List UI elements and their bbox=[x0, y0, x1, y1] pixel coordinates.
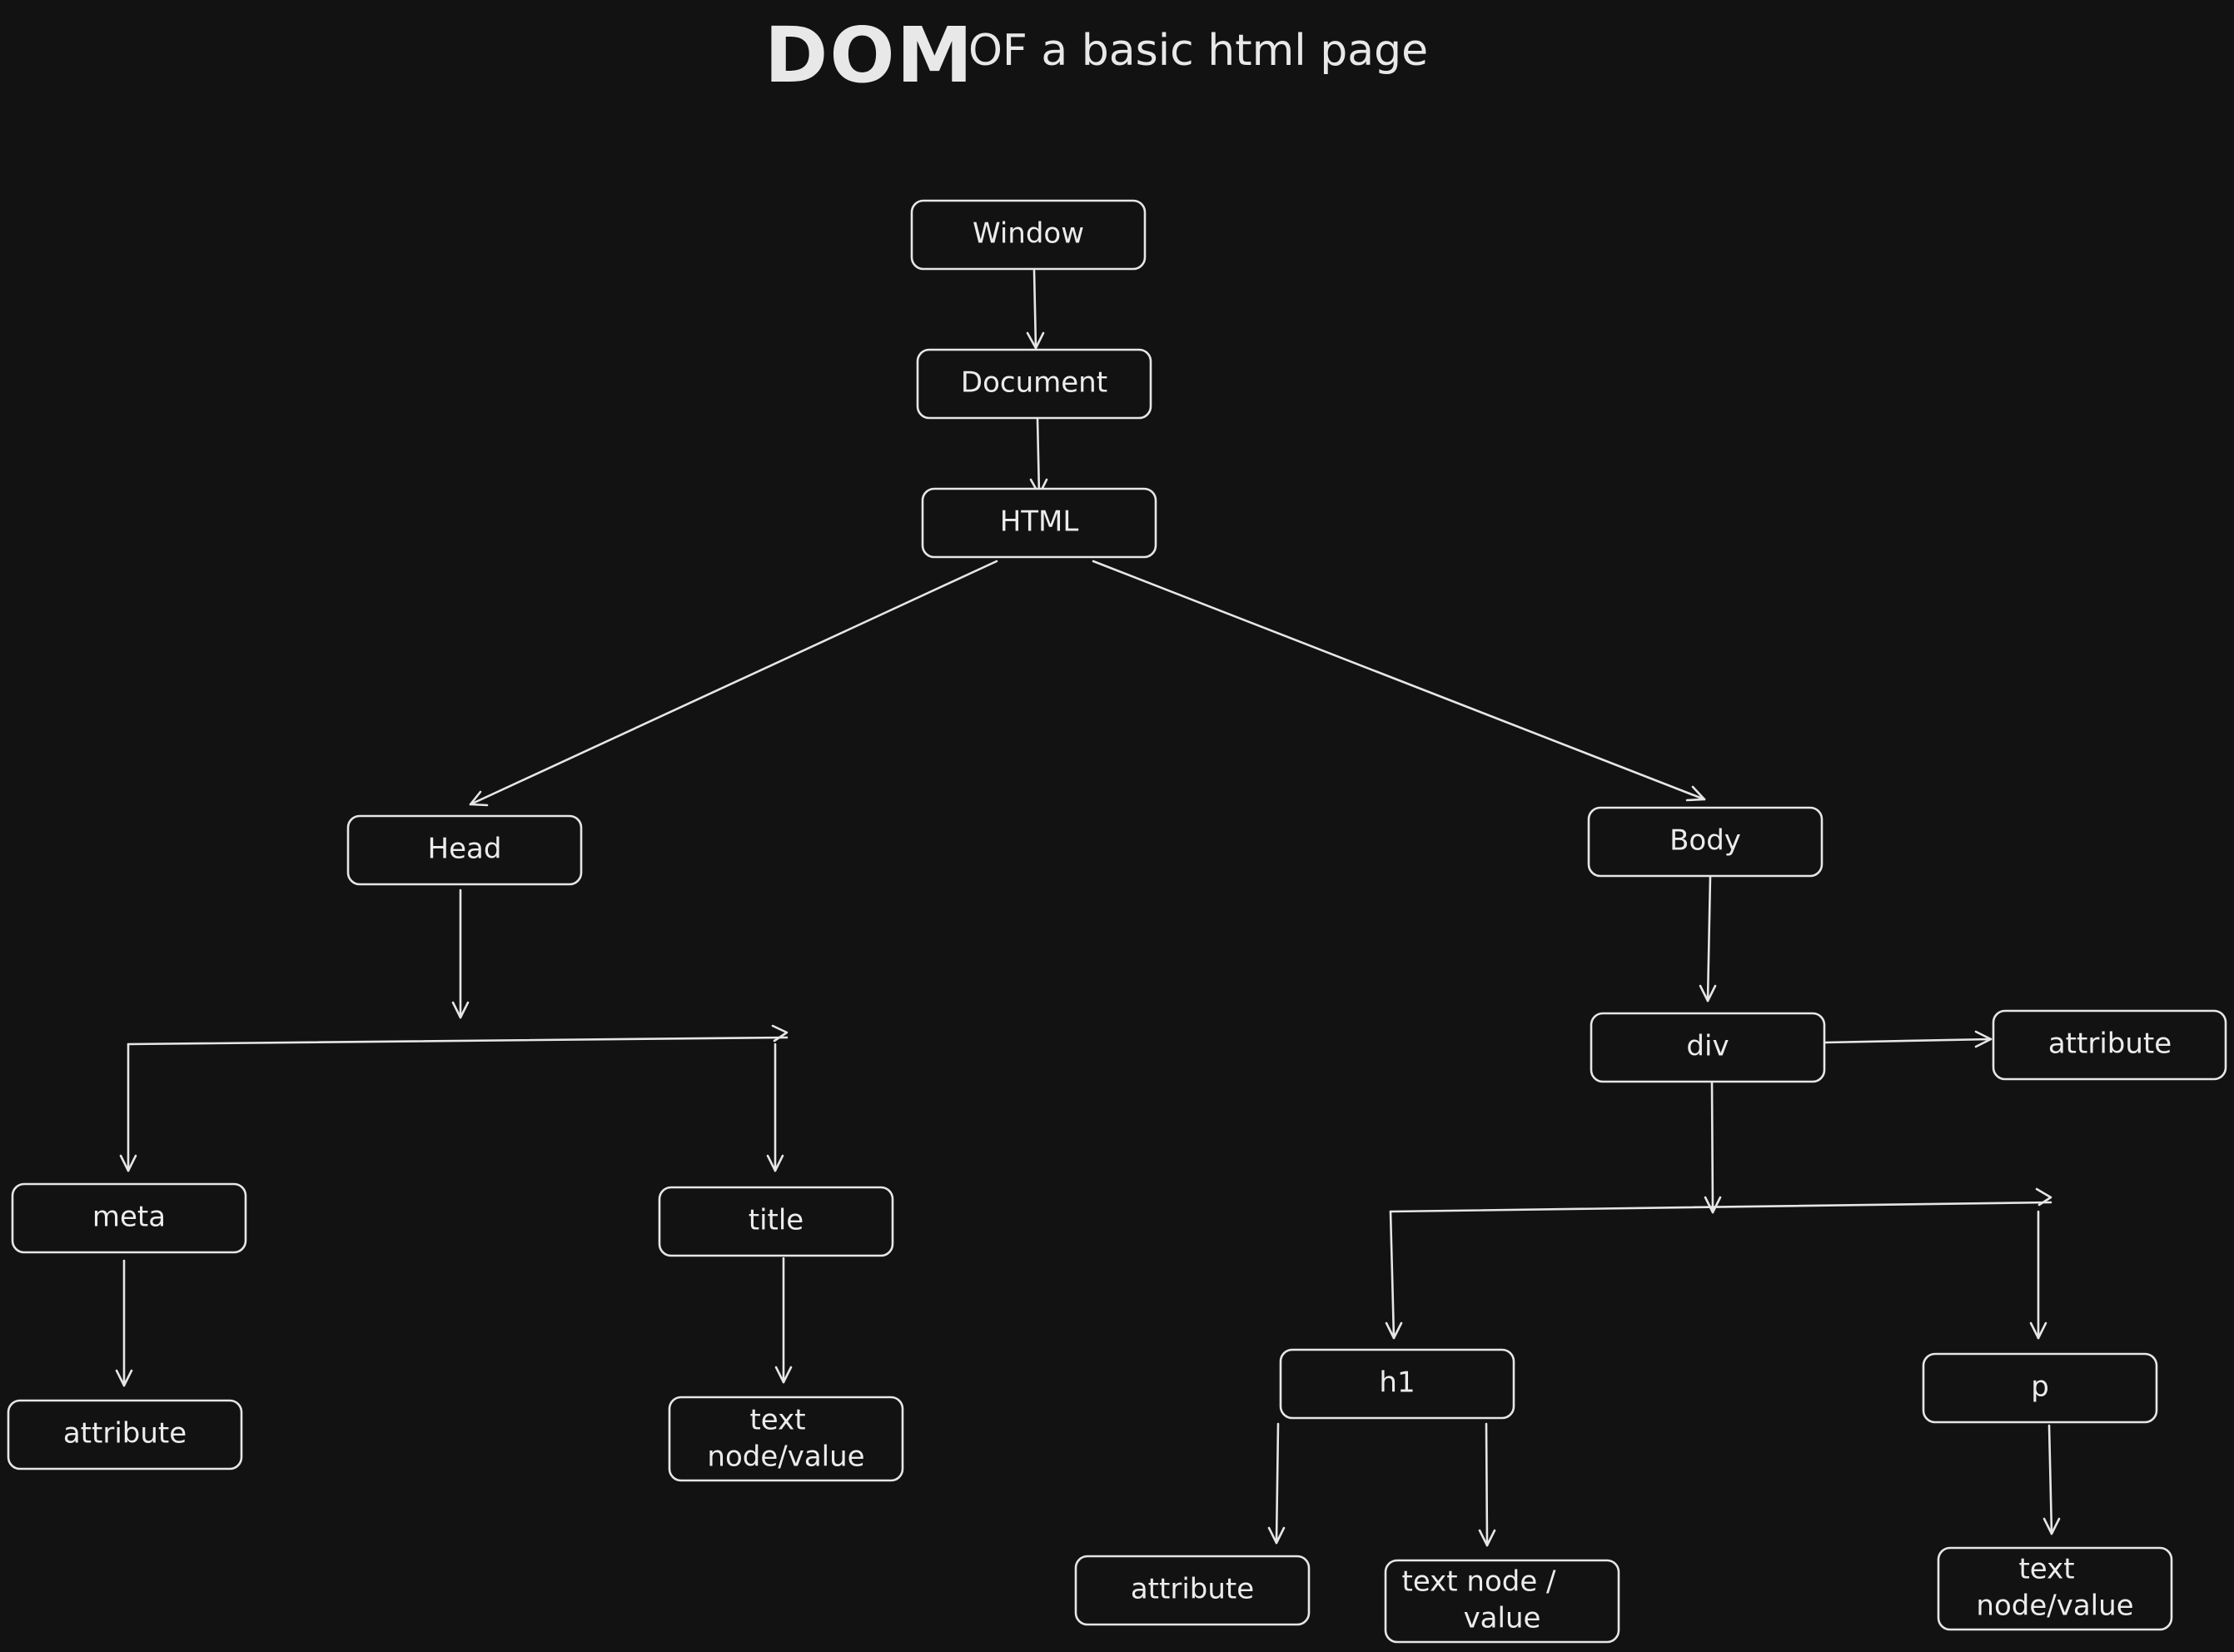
edge-div-down bbox=[1710, 1081, 1714, 1214]
node-label: Head bbox=[428, 833, 502, 866]
node-head: Head bbox=[346, 814, 583, 886]
arrowhead bbox=[1974, 1030, 1993, 1048]
node-box bbox=[1992, 1009, 2227, 1081]
node-html: HTML bbox=[921, 487, 1157, 559]
node-div-attribute: attribute bbox=[1992, 1009, 2227, 1081]
edge-html-body bbox=[1092, 560, 1706, 801]
diagram-subtitle: OF a basic html page bbox=[968, 26, 1428, 76]
arrowhead bbox=[115, 1369, 133, 1387]
edge-p-text bbox=[2047, 1424, 2053, 1535]
node-box bbox=[1384, 1559, 1620, 1644]
node-label-line-1: text bbox=[749, 1404, 805, 1437]
node-label-line-2: value bbox=[1464, 1602, 1541, 1635]
node-meta-attribute: attribute bbox=[7, 1399, 243, 1470]
node-box bbox=[346, 814, 583, 886]
arrowhead bbox=[119, 1154, 137, 1172]
node-meta: meta bbox=[11, 1182, 247, 1254]
node-label: div bbox=[1686, 1030, 1729, 1063]
node-box bbox=[1587, 806, 1824, 878]
edge-document-html bbox=[1036, 417, 1041, 496]
node-box bbox=[7, 1399, 243, 1470]
edges bbox=[115, 269, 2061, 1547]
arrowhead bbox=[2029, 1321, 2047, 1340]
edge-h1-text bbox=[1485, 1422, 1489, 1547]
node-h1-attribute: attribute bbox=[1074, 1555, 1311, 1626]
node-label: meta bbox=[92, 1201, 166, 1234]
arrowhead bbox=[1267, 1526, 1286, 1545]
diagram-title: DOM bbox=[764, 11, 974, 100]
node-box bbox=[1937, 1546, 2173, 1631]
node-label: h1 bbox=[1379, 1366, 1415, 1400]
arrowhead bbox=[774, 1366, 793, 1384]
node-p-text: text node/value bbox=[1937, 1546, 2173, 1631]
node-box bbox=[658, 1186, 894, 1257]
arrowhead bbox=[1026, 331, 1045, 350]
node-box bbox=[910, 199, 1147, 271]
node-label: title bbox=[749, 1204, 804, 1237]
node-label: attribute bbox=[63, 1417, 187, 1450]
node-label: attribute bbox=[2048, 1028, 2172, 1061]
node-p: p bbox=[1922, 1352, 2158, 1424]
arrowhead bbox=[1699, 984, 1717, 1003]
arrowhead bbox=[451, 1001, 470, 1019]
node-window: Window bbox=[910, 199, 1147, 271]
arrowhead bbox=[469, 790, 489, 807]
node-box bbox=[11, 1182, 247, 1254]
node-label-line-1: text node / bbox=[1401, 1565, 1556, 1599]
arrowhead bbox=[1385, 1321, 1403, 1340]
node-label: Document bbox=[961, 366, 1107, 400]
arrowhead bbox=[1478, 1529, 1496, 1547]
node-label: Window bbox=[973, 217, 1084, 251]
arrowhead bbox=[2035, 1187, 2052, 1207]
edge-div-bar bbox=[1389, 1201, 2052, 1213]
node-title-text: text node/value bbox=[668, 1396, 904, 1482]
node-label: HTML bbox=[1000, 505, 1079, 539]
node-box bbox=[1279, 1348, 1515, 1420]
node-box bbox=[921, 487, 1157, 559]
node-label-line-1: text bbox=[2018, 1553, 2074, 1586]
node-label-line-2: node/value bbox=[707, 1441, 864, 1474]
node-box bbox=[1922, 1352, 2158, 1424]
arrowhead bbox=[1704, 1196, 1722, 1214]
edge-h1-attribute bbox=[1275, 1422, 1280, 1545]
node-title: title bbox=[658, 1186, 894, 1257]
node-label: Body bbox=[1669, 824, 1741, 858]
arrowhead bbox=[766, 1154, 784, 1172]
arrowhead bbox=[771, 1024, 789, 1042]
node-div: div bbox=[1590, 1012, 1826, 1083]
edge-bar-h1 bbox=[1389, 1210, 1396, 1340]
node-body: Body bbox=[1587, 806, 1824, 878]
edge-div-attribute bbox=[1824, 1037, 1993, 1044]
node-label-line-2: node/value bbox=[1976, 1590, 2133, 1623]
nodes: Window Document HTML Head Body meta titl… bbox=[7, 199, 2227, 1644]
node-box bbox=[1074, 1555, 1311, 1626]
node-box bbox=[1590, 1012, 1826, 1083]
node-label: attribute bbox=[1131, 1573, 1254, 1606]
edge-html-head bbox=[469, 560, 998, 806]
edge-body-div bbox=[1706, 874, 1712, 1003]
node-h1-text: text node / value bbox=[1384, 1559, 1620, 1644]
node-label: p bbox=[2031, 1371, 2049, 1404]
node-box bbox=[916, 348, 1152, 420]
edge-head-bar bbox=[127, 1036, 789, 1046]
node-box bbox=[668, 1396, 904, 1482]
arrowhead bbox=[1685, 785, 1706, 802]
node-document: Document bbox=[916, 348, 1152, 420]
node-h1: h1 bbox=[1279, 1348, 1515, 1420]
arrowhead bbox=[2042, 1517, 2061, 1535]
edge-window-document bbox=[1032, 269, 1037, 350]
